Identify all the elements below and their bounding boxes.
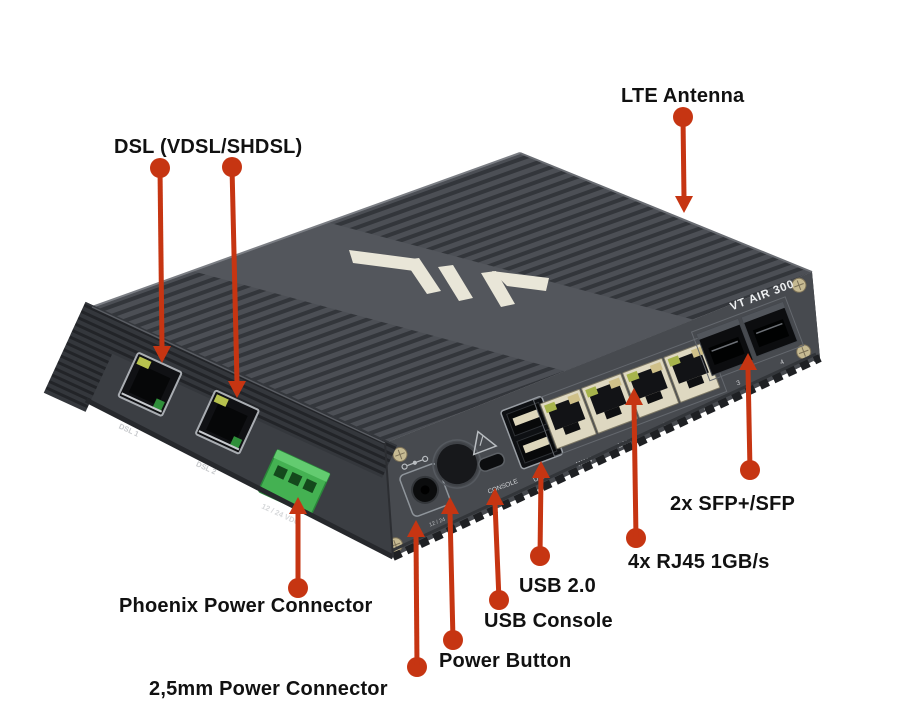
callout-label-lte: LTE Antenna xyxy=(621,85,745,107)
dsl2-port xyxy=(195,389,260,455)
callout-arrow-dsl1 xyxy=(150,158,171,363)
callout-label-usb-console: USB Console xyxy=(484,610,613,632)
callout-arrow-sfp xyxy=(739,353,760,480)
callout-arrow-usb20 xyxy=(530,461,550,566)
dsl1-port xyxy=(117,352,183,417)
callout-label-dsl: DSL (VDSL/SHDSL) xyxy=(114,136,303,158)
rj45-port-lan xyxy=(581,373,638,434)
screw xyxy=(392,446,408,462)
callout-label-phoenix: Phoenix Power Connector xyxy=(119,595,373,617)
screw xyxy=(796,344,812,360)
air-logo xyxy=(349,250,549,307)
barrel-rating-text: 12 / 24 xyxy=(428,517,446,529)
power-button xyxy=(432,439,482,489)
dc-polarity-icon xyxy=(401,455,429,470)
callout-arrow-phoenix xyxy=(288,497,308,598)
port3-label: 3 xyxy=(736,379,742,387)
top-edge-right xyxy=(519,152,813,273)
callout-arrow-rj45 xyxy=(625,388,646,548)
callout-label-rj45: 4x RJ45 1GB/s xyxy=(628,551,770,573)
callout-arrow-mm25 xyxy=(407,520,427,677)
callout-arrow-usb-console xyxy=(486,488,509,610)
sfp-cage-3 xyxy=(696,318,755,377)
barrel-power-connector: 12 / 24 xyxy=(399,455,451,529)
callout-label-sfp: 2x SFP+/SFP xyxy=(670,493,796,515)
callout-arrows xyxy=(150,107,760,677)
callout-arrow-power-button xyxy=(441,497,463,650)
callout-arrow-dsl2 xyxy=(222,157,246,398)
front-bottom-ridge xyxy=(390,352,817,553)
front-corner-ridge xyxy=(384,442,394,558)
left-corner-fins xyxy=(43,301,128,412)
callout-label-usb20: USB 2.0 xyxy=(519,575,596,597)
port4-label: 4 xyxy=(779,359,785,367)
rj45-port-wan xyxy=(539,388,597,450)
warning-triangle-icon xyxy=(472,430,498,456)
callout-label-mm25: 2,5mm Power Connector xyxy=(149,678,388,700)
callout-label-power-button: Power Button xyxy=(439,650,572,672)
left-bottom-edge xyxy=(84,397,395,560)
callout-arrow-lte xyxy=(673,107,693,213)
sfp-ports: 3 4 xyxy=(690,296,805,387)
screw xyxy=(791,277,807,293)
sfp-cage-4 xyxy=(741,301,799,358)
